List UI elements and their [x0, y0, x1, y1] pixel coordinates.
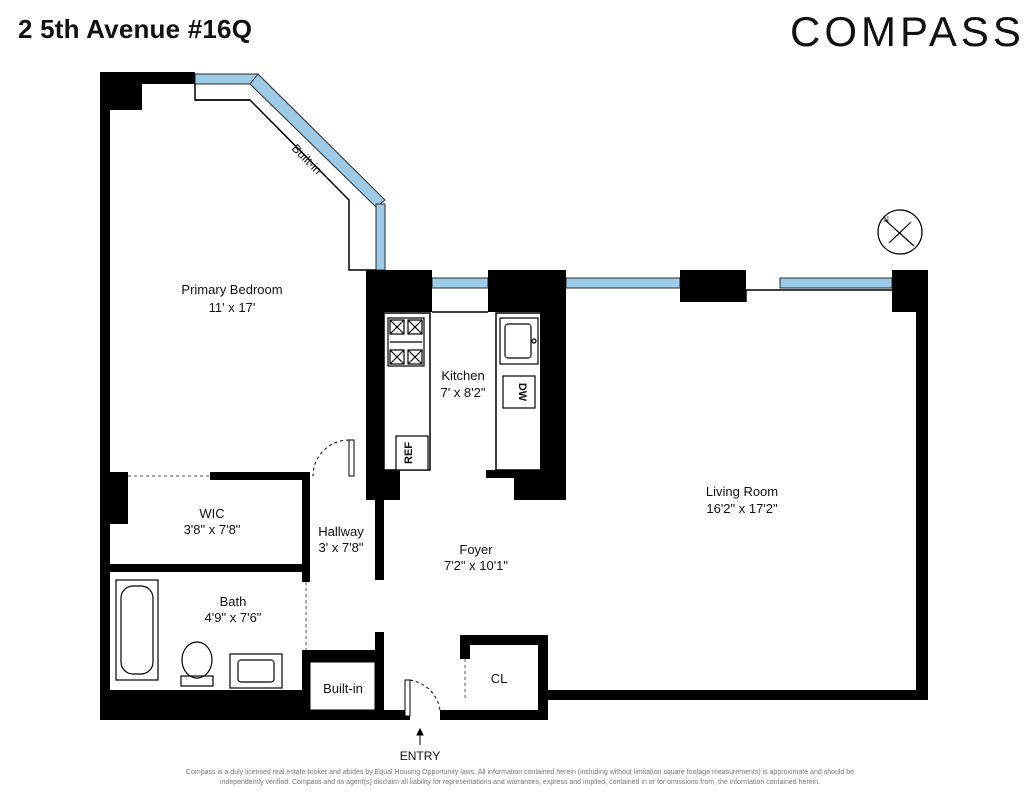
room-dims-primary-bedroom: 11' x 17'	[209, 300, 256, 315]
room-name-primary-bedroom: Primary Bedroom	[181, 282, 282, 297]
stove-icon	[387, 317, 425, 367]
room-dims-kitchen: 7' x 8'2"	[441, 385, 486, 400]
room-name-foyer: Foyer	[459, 542, 493, 557]
entry-arrow-icon	[416, 727, 424, 745]
walls	[100, 72, 928, 720]
room-dims-hallway: 3' x 7'8"	[319, 540, 364, 555]
kitchen-sink-icon	[499, 317, 539, 365]
refrigerator-label: REF	[403, 442, 415, 464]
windows	[194, 73, 893, 289]
dishwasher-label: DW	[516, 383, 528, 402]
north-label: N	[883, 215, 889, 224]
disclaimer: Compass is a duly licensed real estate b…	[120, 768, 920, 788]
room-name-bath: Bath	[220, 594, 247, 609]
room-dims-bath: 4'9" x 7'6"	[205, 610, 262, 625]
listing-address: 2 5th Avenue #16Q	[18, 14, 253, 44]
bath-sink-icon	[229, 653, 283, 689]
dishwasher-icon	[502, 375, 536, 409]
built-in-bottom-label: Built-in	[323, 681, 363, 696]
north-compass-icon	[877, 209, 923, 255]
disclaimer-line-1: Compass is a duly licensed real estate b…	[185, 769, 855, 776]
refrigerator-icon	[395, 435, 429, 471]
room-dims-living-room: 16'2" x 17'2"	[706, 501, 778, 516]
room-name-wic: WIC	[199, 506, 224, 521]
room-name-living-room: Living Room	[706, 484, 778, 499]
dotted-openings	[128, 475, 466, 700]
closet-label: CL	[491, 671, 508, 686]
disclaimer-line-2: independently verified. Compass and its …	[220, 779, 820, 786]
room-name-kitchen: Kitchen	[441, 368, 484, 383]
toilet-icon	[180, 641, 214, 687]
room-dims-foyer: 7'2" x 10'1"	[444, 558, 508, 573]
room-dims-wic: 3'8" x 7'8"	[184, 522, 241, 537]
brand-logo: COMPASS	[790, 8, 1025, 55]
built-in-closet	[309, 661, 376, 711]
room-name-hallway: Hallway	[318, 524, 364, 539]
doors	[312, 439, 441, 717]
bathtub-icon	[115, 579, 159, 681]
entry-label: ENTRY	[400, 749, 440, 763]
